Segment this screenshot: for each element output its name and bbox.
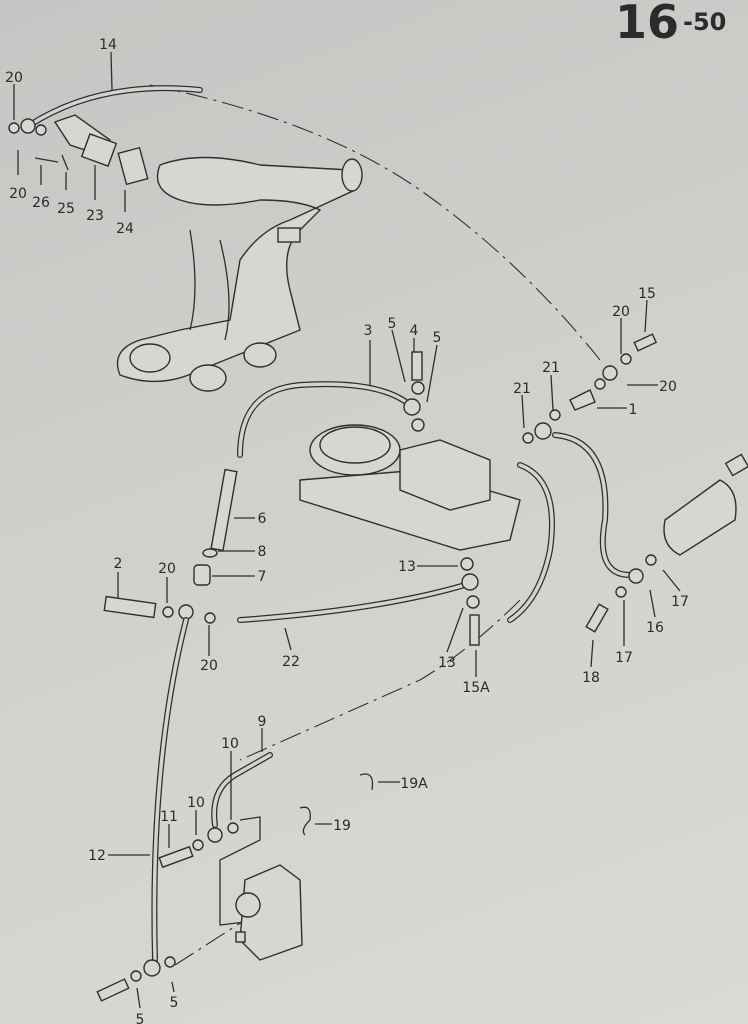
page-number: -50 xyxy=(683,8,726,36)
hose-14 xyxy=(8,85,203,136)
fuel-distributor xyxy=(299,424,521,551)
intake-manifold xyxy=(116,156,363,392)
callout-18: 18 xyxy=(582,670,600,686)
hose-12 xyxy=(96,595,216,1002)
callout-10: 10 xyxy=(187,795,205,811)
callout-13: 13 xyxy=(438,655,456,671)
callout-22: 22 xyxy=(282,654,300,670)
callout-labels: 14 20 20 26 25 23 24 3 5 4 5 15 20 21 20… xyxy=(5,37,689,1024)
callout-17: 17 xyxy=(671,594,689,610)
callout-1: 1 xyxy=(629,402,638,418)
callout-20: 20 xyxy=(612,304,630,320)
callout-13: 13 xyxy=(398,559,416,575)
callout-26: 26 xyxy=(32,195,50,211)
callout-19: 19 xyxy=(333,818,351,834)
callout-12: 12 xyxy=(88,848,106,864)
leader-lines xyxy=(13,51,681,1009)
hose-16 xyxy=(522,389,657,633)
routing-line xyxy=(174,919,246,966)
callout-25: 25 xyxy=(57,201,75,217)
callout-9: 9 xyxy=(258,714,267,730)
callout-2: 2 xyxy=(114,556,123,572)
callout-5: 5 xyxy=(388,316,397,332)
page-header: 16 -50 xyxy=(615,0,726,49)
callout-23: 23 xyxy=(86,208,104,224)
callout-24: 24 xyxy=(116,221,134,237)
callout-11: 11 xyxy=(160,809,178,825)
callout-8: 8 xyxy=(258,544,267,560)
callout-14: 14 xyxy=(99,37,117,53)
callout-20: 20 xyxy=(9,186,27,202)
section-number: 16 xyxy=(615,0,679,49)
callout-20: 20 xyxy=(5,70,23,86)
callout-21: 21 xyxy=(513,381,531,397)
callout-15: 15 xyxy=(638,286,656,302)
callout-5: 5 xyxy=(136,1012,145,1024)
clips-19 xyxy=(299,773,374,836)
callout-17: 17 xyxy=(615,650,633,666)
callout-19a: 19A xyxy=(400,776,428,792)
callout-5: 5 xyxy=(170,995,179,1011)
callout-20: 20 xyxy=(200,658,218,674)
callout-16: 16 xyxy=(646,620,664,636)
callout-4: 4 xyxy=(410,323,419,339)
callout-6: 6 xyxy=(258,511,267,527)
fuel-filter xyxy=(663,453,748,556)
fitting-23-24 xyxy=(34,114,149,186)
callout-21: 21 xyxy=(542,360,560,376)
warm-up-regulator xyxy=(158,752,303,961)
hose-6 xyxy=(193,468,238,586)
callout-5: 5 xyxy=(433,330,442,346)
callout-15a: 15A xyxy=(462,680,490,696)
callout-20: 20 xyxy=(158,561,176,577)
callout-3: 3 xyxy=(364,323,373,339)
routing-line xyxy=(239,599,521,761)
line-22 xyxy=(237,462,555,646)
hose-3 xyxy=(237,351,425,458)
banjo-15 xyxy=(594,333,658,390)
routing-line xyxy=(149,84,601,361)
callout-20: 20 xyxy=(659,379,677,395)
callout-10: 10 xyxy=(221,736,239,752)
callout-7: 7 xyxy=(258,569,267,585)
